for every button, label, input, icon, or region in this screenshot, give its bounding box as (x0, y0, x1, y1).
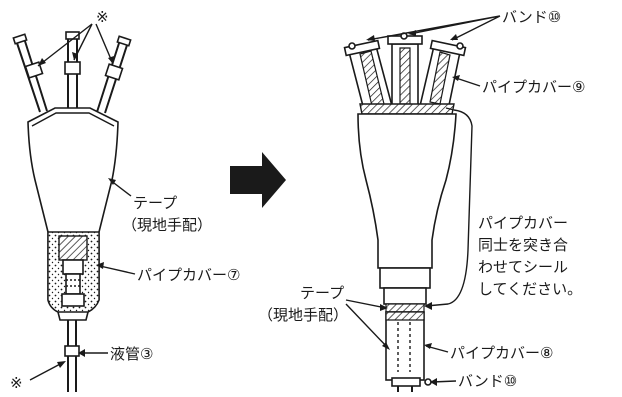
pipe-cover-9-leader (455, 77, 481, 87)
asterisk-bottom-leader (29, 361, 65, 381)
band-10-top-label: バンド⑩ (502, 8, 561, 26)
left-inner-fitting (58, 235, 88, 307)
right-figure (343, 32, 467, 392)
pipe-cover-7-label: パイプカバー⑦ (137, 266, 240, 284)
tape-right-label-2: （現地手配） (258, 306, 348, 324)
tape-left-label-1: テープ (133, 194, 177, 212)
left-pipes (12, 31, 132, 114)
band-10-bottom-shape (391, 377, 421, 387)
pipe-cover-7-leader (99, 265, 136, 275)
band-10-top-shape (343, 32, 467, 57)
pipe-cover-9-label: パイプカバー⑨ (482, 78, 585, 96)
left-figure (12, 23, 132, 392)
asterisk-top-label: ※ (96, 8, 109, 26)
liquid-pipe-3-label: 液管③ (110, 345, 153, 363)
band-10-top-leaders (367, 15, 501, 41)
right-tape-lower (379, 267, 431, 289)
band-10-bottom-label: バンド⑩ (458, 372, 517, 390)
tape-right-label-1: テープ (300, 284, 344, 302)
note-line-1: パイプカバー (478, 214, 568, 232)
asterisk-bottom-label: ※ (10, 374, 23, 392)
tape-left-label-2: （現地手配） (122, 216, 212, 234)
note-line-4: してください。 (478, 280, 582, 298)
note-line-3: わせてシール (478, 258, 568, 276)
pipe-cover-9-shape (348, 43, 461, 115)
right-tape-body (357, 113, 457, 269)
pipe-cover-8-label: パイプカバー⑧ (450, 344, 553, 362)
note-bracket (425, 109, 473, 307)
asterisk-pointer-left (37, 23, 93, 67)
pipe-cover-8-shape (385, 311, 425, 381)
tape-right-leaders (345, 299, 389, 349)
note-line-2: 同士を突き合 (478, 236, 568, 254)
right-arrow-icon (230, 152, 286, 208)
